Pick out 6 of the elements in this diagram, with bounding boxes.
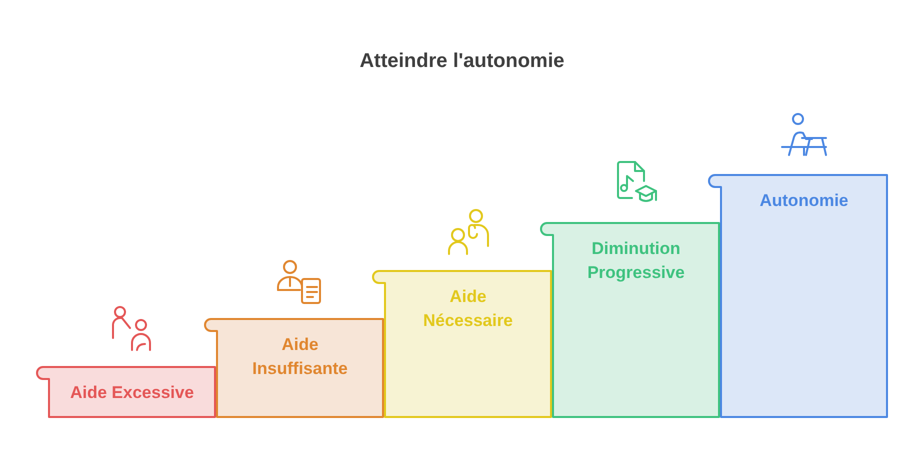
step-label: Aide Nécessaire: [422, 286, 514, 332]
step-label: Autonomie: [760, 190, 848, 212]
step-label: Diminution Progressive: [586, 238, 686, 284]
step-label: Aide Insuffisante: [251, 334, 349, 380]
step-label: Aide Excessive: [70, 382, 194, 404]
diagram-title: Atteindre l'autonomie: [360, 50, 564, 72]
